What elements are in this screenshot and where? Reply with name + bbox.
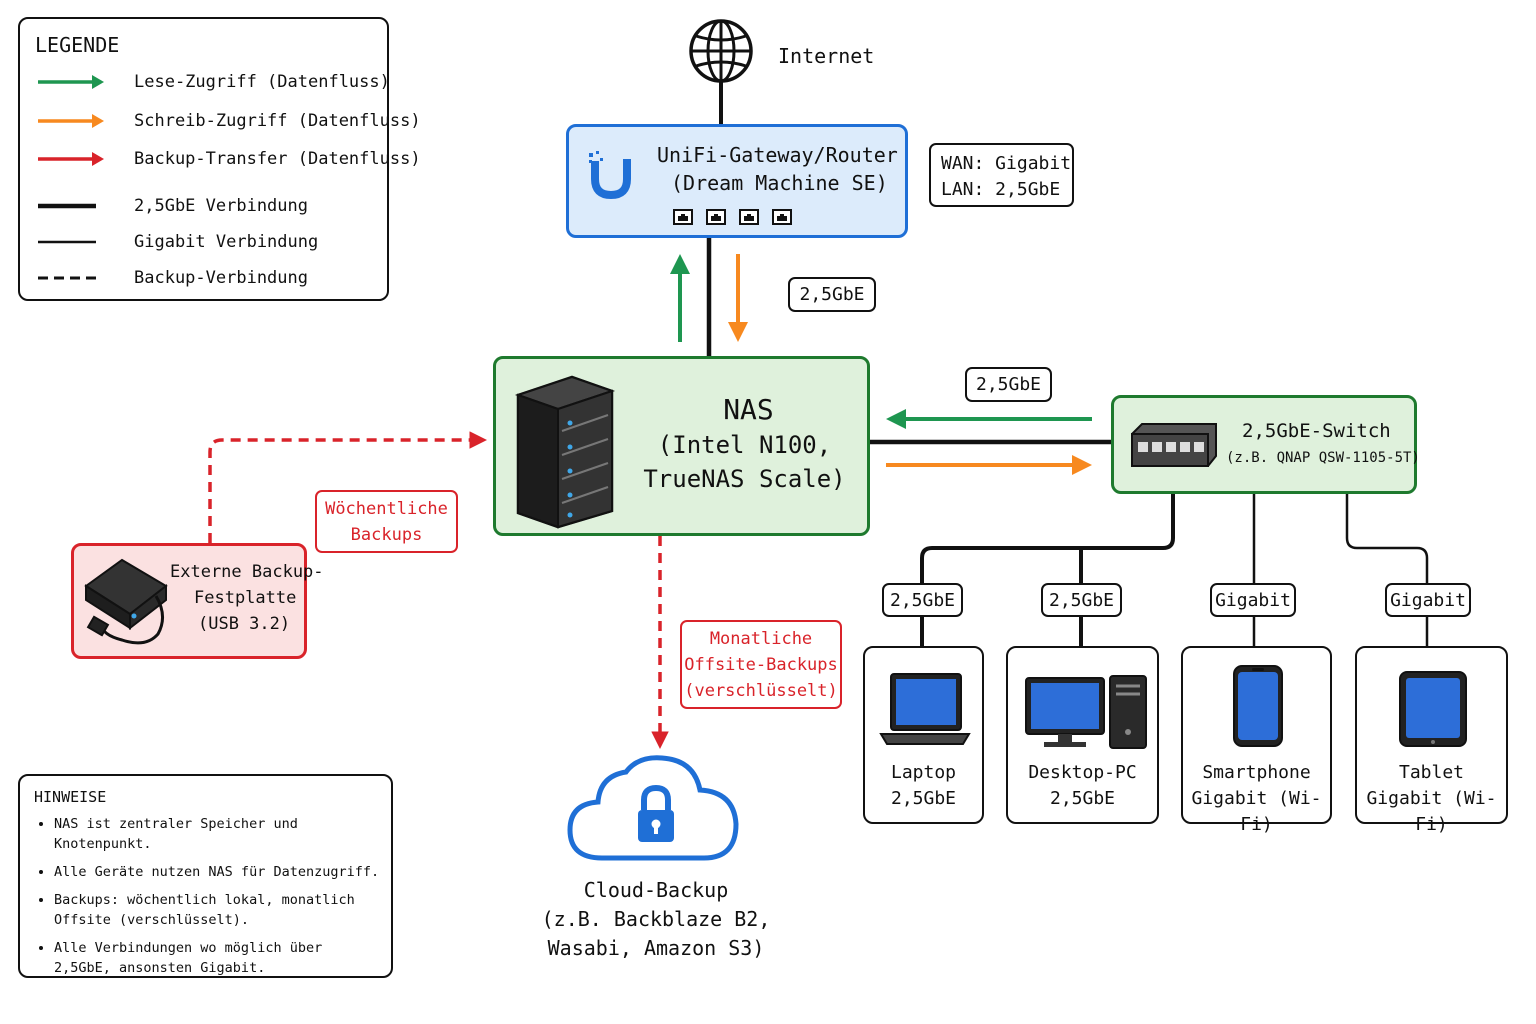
switch-title: 2,5GbE-Switch <box>1242 420 1391 442</box>
ethernet-port-icon <box>772 209 792 225</box>
gateway-model: (Dream Machine SE) <box>671 171 888 195</box>
laptop-speed-badge: 2,5GbE <box>882 583 963 617</box>
device-detail: 2,5GbE <box>890 788 957 809</box>
monthly-note-line1: Monatliche <box>709 628 813 649</box>
device-name: Laptop <box>890 762 957 783</box>
legend-label: Backup-Verbindung <box>134 268 308 288</box>
legend-item-write: Schreib-Zugriff (Datenfluss) <box>38 108 421 134</box>
hint-item: Alle Verbindungen wo möglich über 2,5GbE… <box>54 938 381 978</box>
smartphone-icon <box>1233 665 1283 747</box>
legend-label: Lese-Zugriff (Datenfluss) <box>134 72 390 92</box>
red-arrow-icon <box>38 152 104 166</box>
legend-item-gigabit: Gigabit Verbindung <box>38 229 318 255</box>
ext-backup-type: Festplatte <box>194 588 297 608</box>
hint-item: NAS ist zentraler Speicher und Knotenpun… <box>54 814 381 854</box>
switch-laptop-line <box>920 494 1175 646</box>
weekly-backup-line <box>208 431 487 543</box>
device-detail: Gigabit (Wi-Fi) <box>1191 788 1322 835</box>
ethernet-port-icon <box>739 209 759 225</box>
device-name: Tablet <box>1398 762 1465 783</box>
device-smartphone[interactable]: Smartphone Gigabit (Wi-Fi) <box>1181 646 1332 835</box>
device-name: Smartphone <box>1202 762 1311 783</box>
ethernet-port-icon <box>706 209 726 225</box>
legend-item-25gbe: 2,5GbE Verbindung <box>38 193 308 219</box>
hint-item: Alle Geräte nutzen NAS für Datenzugriff. <box>54 862 381 882</box>
globe-icon <box>689 19 753 83</box>
device-tablet[interactable]: Tablet Gigabit (Wi-Fi) <box>1355 646 1508 835</box>
gateway-node[interactable]: UniFi-Gateway/Router (Dream Machine SE) <box>566 124 908 238</box>
hints-title: HINWEISE <box>34 788 107 806</box>
lan-label: LAN: 2,5GbE <box>941 179 1061 200</box>
legend-item-read: Lese-Zugriff (Datenfluss) <box>38 69 390 95</box>
orange-arrow-icon <box>38 114 104 128</box>
cloud-lock-icon[interactable] <box>566 752 742 864</box>
network-switch-icon <box>1131 423 1217 467</box>
nas-cpu: (Intel N100, <box>657 431 832 459</box>
switch-model: (z.B. QNAP QSW-1105-5T) <box>1226 450 1420 466</box>
legend-item-backup: Backup-Transfer (Datenfluss) <box>38 146 421 172</box>
external-drive-icon <box>84 558 168 645</box>
thin-line-icon <box>38 240 96 244</box>
cloud-provider-line2: Wasabi, Amazon S3) <box>547 936 765 960</box>
legend-label: Backup-Transfer (Datenfluss) <box>134 149 421 169</box>
cloud-title: Cloud-Backup <box>583 878 729 902</box>
legend-panel: LEGENDE Lese-Zugriff (Datenfluss) Schrei… <box>18 17 421 301</box>
nas-server-icon <box>514 375 616 529</box>
tablet-icon <box>1399 671 1467 747</box>
hint-item: Backups: wöchentlich lokal, monatlich Of… <box>54 890 381 930</box>
device-desktop-pc[interactable]: Desktop-PC 2,5GbE <box>1006 646 1159 824</box>
ext-backup-title: Externe Backup- <box>170 562 324 582</box>
device-laptop[interactable]: Laptop 2,5GbE <box>863 646 984 824</box>
weekly-note-line2: Backups <box>350 524 423 545</box>
switch-link-speed-badge: 2,5GbE <box>965 367 1052 402</box>
tablet-speed-badge: Gigabit <box>1385 583 1471 617</box>
nas-title: NAS <box>723 393 774 426</box>
gateway-link-speed-badge: 2,5GbE <box>788 277 876 312</box>
legend-label: Gigabit Verbindung <box>134 232 319 252</box>
device-detail: Gigabit (Wi-Fi) <box>1366 788 1497 835</box>
legend-title: LEGENDE <box>35 33 120 57</box>
legend-label: 2,5GbE Verbindung <box>134 196 308 216</box>
desktop-pc-icon <box>1025 675 1147 749</box>
switch-tablet-line <box>1345 494 1429 646</box>
desktop-speed-badge: 2,5GbE <box>1041 583 1122 617</box>
smartphone-speed-badge: Gigabit <box>1210 583 1296 617</box>
monthly-backup-note: Monatliche Offsite-Backups (verschlüssel… <box>680 620 842 709</box>
device-detail: 2,5GbE <box>1049 788 1116 809</box>
hints-list: NAS ist zentraler Speicher und Knotenpun… <box>20 814 391 986</box>
nas-os: TrueNAS Scale) <box>643 465 846 493</box>
ethernet-port-icon <box>673 209 693 225</box>
legend-item-backup-line: Backup-Verbindung <box>38 265 308 291</box>
laptop-icon <box>879 673 971 745</box>
hints-panel: HINWEISE NAS ist zentraler Speicher und … <box>18 774 393 978</box>
wan-info-box: WAN: Gigabit LAN: 2,5GbE <box>929 143 1074 207</box>
switch-node[interactable]: 2,5GbE-Switch (z.B. QNAP QSW-1105-5T) <box>1111 395 1420 494</box>
green-arrow-icon <box>38 75 104 89</box>
dashed-line-icon <box>38 276 96 280</box>
device-name: Desktop-PC <box>1028 762 1137 783</box>
cloud-provider-line1: (z.B. Backblaze B2, <box>541 907 771 931</box>
internet-label: Internet <box>778 44 875 68</box>
ubiquiti-logo-icon <box>589 151 631 200</box>
ethernet-ports <box>673 209 792 225</box>
weekly-backup-note: Wöchentliche Backups <box>315 490 458 553</box>
weekly-note-line1: Wöchentliche <box>325 498 448 519</box>
thick-line-icon <box>38 203 96 209</box>
wan-label: WAN: Gigabit <box>941 153 1072 174</box>
external-backup-node[interactable]: Externe Backup- Festplatte (USB 3.2) <box>71 543 324 659</box>
ext-backup-interface: (USB 3.2) <box>198 614 291 634</box>
gateway-title: UniFi-Gateway/Router <box>657 143 898 167</box>
nas-node[interactable]: NAS (Intel N100, TrueNAS Scale) <box>493 356 870 536</box>
legend-label: Schreib-Zugriff (Datenfluss) <box>134 111 421 131</box>
monthly-note-line2: Offsite-Backups <box>684 654 838 675</box>
monthly-note-line3: (verschlüsselt) <box>684 680 838 701</box>
